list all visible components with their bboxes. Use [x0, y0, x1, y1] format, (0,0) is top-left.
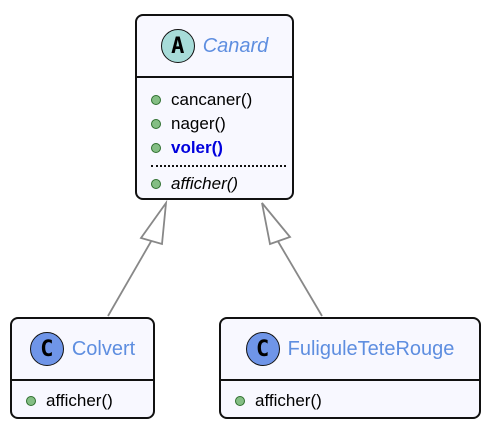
arrowhead-fuligule-to-canard — [261, 202, 292, 246]
class-name-colvert: Colvert — [71, 337, 136, 360]
method-cancaner: cancaner() — [151, 88, 292, 112]
edge-fuligule-to-canard — [275, 237, 323, 317]
class-colvert-header: C Colvert — [12, 319, 153, 381]
public-method-icon — [151, 179, 161, 189]
arrowhead-colvert-to-canard — [139, 199, 168, 246]
abstract-section-separator — [151, 165, 286, 167]
method-nager: nager() — [151, 112, 292, 136]
class-canard-header: A Canard — [137, 16, 292, 78]
class-fuligule-methods: afficher() — [221, 381, 479, 413]
class-name-fuligule-tete-rouge: FuliguleTeteRouge — [287, 337, 455, 360]
method-afficher: afficher() — [235, 389, 479, 413]
method-voler: voler() — [151, 136, 292, 160]
class-fuligule-header: C FuliguleTeteRouge — [221, 319, 479, 381]
public-method-icon — [235, 396, 245, 406]
class-canard[interactable]: A Canard cancaner() nager() voler() affi… — [135, 14, 294, 200]
class-fuligule-tete-rouge[interactable]: C FuliguleTeteRouge afficher() — [219, 317, 481, 419]
public-method-icon — [151, 95, 161, 105]
abstract-class-icon: A — [160, 29, 195, 63]
method-afficher-abstract: afficher() — [151, 172, 292, 196]
class-colvert-methods: afficher() — [12, 381, 153, 413]
class-colvert[interactable]: C Colvert afficher() — [10, 317, 155, 419]
class-name-canard: Canard — [202, 34, 269, 57]
public-method-icon — [151, 119, 161, 129]
class-icon: C — [245, 332, 280, 366]
public-method-icon — [151, 143, 161, 153]
class-icon: C — [29, 332, 64, 366]
public-method-icon — [26, 396, 36, 406]
class-canard-methods: cancaner() nager() voler() afficher() — [137, 78, 292, 196]
edge-colvert-to-canard — [107, 237, 154, 317]
method-afficher: afficher() — [26, 389, 153, 413]
